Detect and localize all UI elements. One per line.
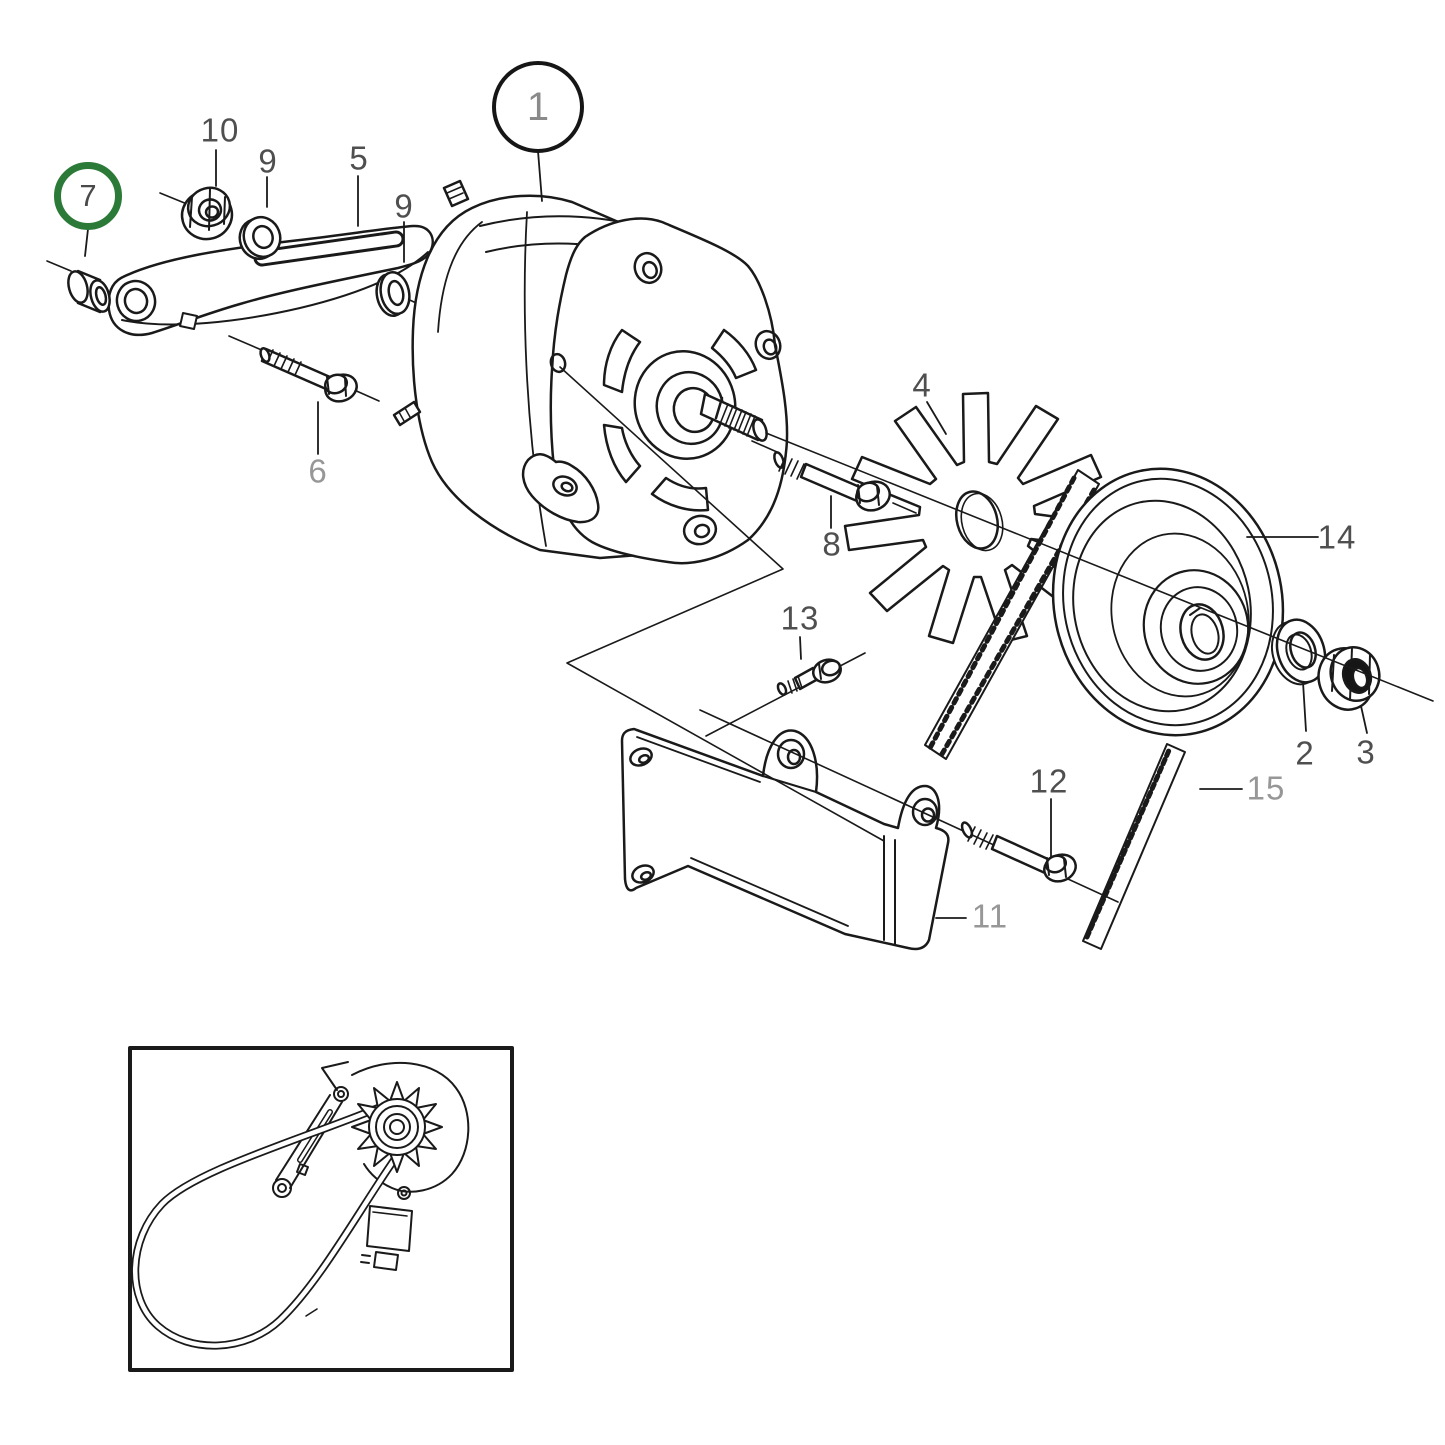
callout-label-7: 7 (79, 178, 97, 213)
callout-label-3: 3 (1356, 733, 1376, 771)
callout-label-8: 8 (822, 525, 842, 563)
callout-label-6: 6 (308, 452, 328, 490)
bolt-8-drawing (773, 451, 891, 512)
callout-label-11: 11 (971, 897, 1009, 935)
callout-label-13: 13 (780, 599, 820, 637)
inset-belt-routing (128, 1046, 514, 1372)
callout-label-9a: 9 (258, 142, 278, 180)
callout-label-5: 5 (349, 139, 369, 177)
alignment-lines (559, 366, 1434, 903)
callout-label-1: 1 (526, 84, 550, 129)
callout-label-10: 10 (200, 111, 240, 149)
callout-label-12: 12 (1029, 762, 1069, 800)
callout-label-9b: 9 (394, 187, 414, 225)
callout-label-4: 4 (912, 366, 932, 404)
callout-label-15: 15 (1246, 769, 1286, 807)
callout-label-2: 2 (1295, 734, 1315, 772)
alternator-drawing (392, 179, 789, 565)
washer-2-drawing (1270, 618, 1327, 686)
leader-lines (84, 149, 1368, 919)
belt-lower-run (1082, 743, 1186, 950)
callout-label-14: 14 (1317, 518, 1357, 556)
callout-circle-7-highlighted: 7 (54, 162, 122, 230)
bolt-13-drawing (776, 658, 842, 696)
bracket-drawing (620, 727, 950, 951)
tension-arm-drawing (46, 186, 434, 403)
callout-circle-1: 1 (492, 61, 584, 153)
pulley-drawing (1051, 467, 1285, 737)
bolt-12-drawing (960, 821, 1077, 883)
